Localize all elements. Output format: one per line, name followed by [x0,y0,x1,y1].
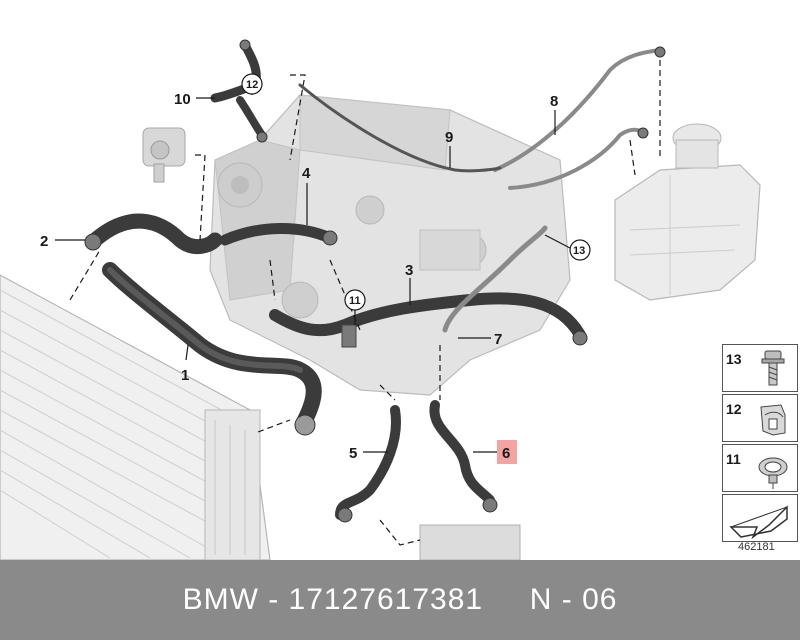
legend-number: 13 [726,351,742,367]
thermostat-housing [419,524,521,560]
callout-7: 7 [494,331,502,348]
legend-item-12: 12 [722,394,798,442]
callout-10: 10 [174,91,191,108]
legend-number: 12 [726,401,742,417]
legend-item-13: 13 [722,344,798,392]
reference-lines [69,60,661,546]
cooling-system-diagram: 1 2 3 4 5 6 7 8 9 10 12 11 13 [0,39,761,560]
legend-item-11: 11 [722,444,798,492]
radiator [0,274,271,560]
leader-lines [55,88,571,453]
callout-labels: 1 2 3 4 5 6 7 8 9 10 [40,91,558,462]
caption-bar: BMW - 17127617381 N - 06 [0,560,800,640]
highlight-box-6 [497,440,517,464]
circled-callouts: 12 11 13 [241,73,591,311]
bolt-icon [761,350,785,386]
callout-1: 1 [181,367,189,384]
callout-5: 5 [349,445,357,462]
water-pump [142,127,186,183]
arrow-icon [729,505,788,540]
callout-12: 12 [246,79,258,91]
legend-item-arrow [722,494,798,542]
diagram-id: 462181 [738,541,775,553]
hoses [84,39,666,523]
expansion-tank [614,123,761,301]
callout-13: 13 [573,245,585,257]
callout-9: 9 [445,129,453,146]
clip-icon [760,404,786,436]
callout-6: 6 [502,445,510,462]
callout-3: 3 [405,262,413,279]
hose-clamp-icon [758,457,788,489]
callout-4: 4 [302,165,311,182]
callout-2: 2 [40,233,48,250]
callout-8: 8 [550,93,558,110]
callout-11: 11 [349,295,361,307]
caption-text: BMW - 17127617381 N - 06 [182,583,618,616]
legend-number: 11 [726,451,741,467]
